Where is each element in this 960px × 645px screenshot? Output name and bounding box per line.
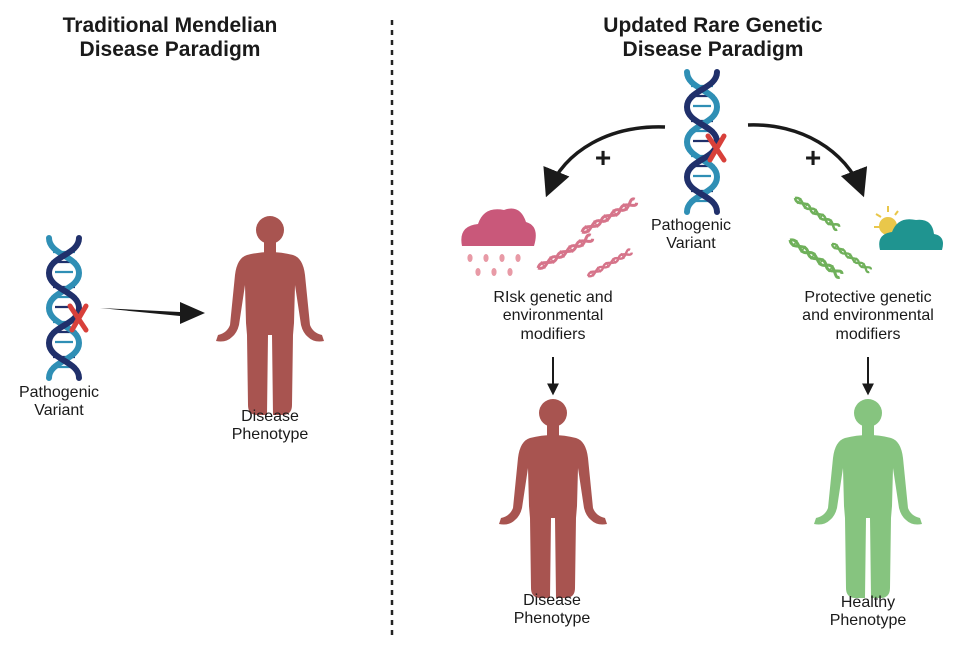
right-variant-line1: Pathogenic <box>650 217 732 234</box>
variant-x-icon <box>67 303 89 333</box>
rain-cloud-icon <box>461 208 536 276</box>
disease-line2: Phenotype <box>513 610 591 628</box>
sun-cloud-icon <box>874 206 943 250</box>
left-variant-line2: Variant <box>34 402 84 420</box>
variant-x-icon <box>705 133 727 163</box>
protective-modifiers-label: Protective genetic and environmental mod… <box>780 289 956 344</box>
plus-left: + <box>594 142 612 173</box>
left-panel-title: Traditional Mendelian Disease Paradigm <box>20 14 320 62</box>
healthy-phenotype-label: Healthy Phenotype <box>813 594 923 631</box>
protective-line3: modifiers <box>835 325 901 343</box>
arrow-icon <box>747 123 868 198</box>
disease-line1: Disease <box>523 592 581 609</box>
right-variant-line2: Variant <box>666 235 716 253</box>
disease-phenotype-label: Disease Phenotype <box>497 592 607 629</box>
risk-line3: modifiers <box>520 325 586 343</box>
left-variant-label: Pathogenic Variant <box>4 384 114 421</box>
left-variant-line1: Pathogenic <box>18 384 100 401</box>
dna-icon <box>786 193 873 281</box>
protective-line2: and environmental <box>802 307 934 325</box>
left-phenotype-line1: Disease <box>241 408 299 425</box>
protective-line1: Protective genetic <box>804 289 932 306</box>
human-figure-icon <box>814 399 922 598</box>
risk-line2: environmental <box>502 307 604 325</box>
left-phenotype-line2: Phenotype <box>231 426 309 444</box>
right-title-line1: Updated Rare Genetic <box>603 14 823 37</box>
arrow-icon <box>543 125 666 198</box>
right-title-line2: Disease Paradigm <box>622 38 804 62</box>
human-figure-icon <box>499 399 607 598</box>
dna-icon <box>534 196 640 280</box>
risk-modifiers-label: RIsk genetic and environmental modifiers <box>468 289 638 344</box>
arrow-icon <box>100 302 205 324</box>
healthy-line2: Phenotype <box>829 612 907 630</box>
right-panel-title: Updated Rare Genetic Disease Paradigm <box>563 14 863 62</box>
left-title-line2: Disease Paradigm <box>79 38 261 62</box>
left-title-line1: Traditional Mendelian <box>62 14 278 37</box>
dna-icon <box>49 238 79 378</box>
risk-line1: RIsk genetic and <box>493 289 613 306</box>
healthy-line1: Healthy <box>840 594 896 611</box>
plus-right: + <box>804 142 822 173</box>
left-phenotype-label: Disease Phenotype <box>215 408 325 445</box>
human-figure-icon <box>216 216 324 415</box>
right-variant-label: Pathogenic Variant <box>636 217 746 254</box>
